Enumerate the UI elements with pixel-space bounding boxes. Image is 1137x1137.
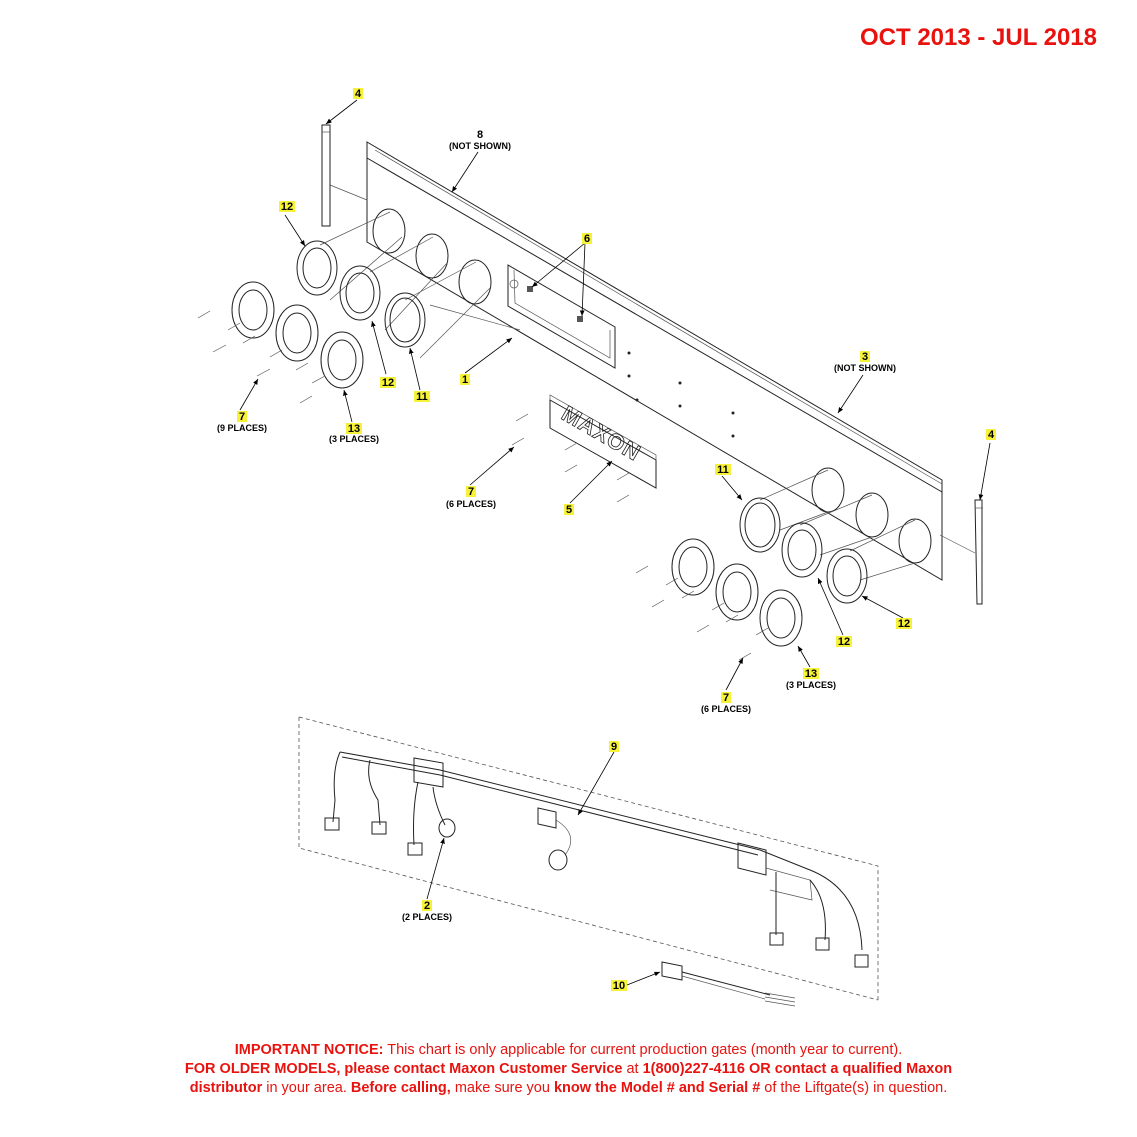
- callout-8: 8: [477, 129, 483, 141]
- callout-9: 9: [611, 741, 617, 753]
- callout-5: 5: [566, 504, 572, 516]
- notice-line-3-text-1: in your area.: [262, 1080, 351, 1096]
- callout-3-note: (NOT SHOWN): [834, 363, 896, 373]
- notice-line-2: FOR OLDER MODELS, please contact Maxon C…: [0, 1060, 1137, 1079]
- callout-11-left: 11: [416, 391, 428, 403]
- notice-line-3: distributor in your area. Before calling…: [0, 1079, 1137, 1098]
- left-ring-12-mid: [339, 265, 381, 321]
- round-plug: [548, 849, 568, 871]
- fastener-6a: [527, 286, 533, 292]
- notice-heading: IMPORTANT NOTICE:: [234, 1042, 384, 1058]
- notice-line-3-bold-2: Before calling,: [350, 1080, 451, 1096]
- wiring-harness: [298, 716, 879, 1001]
- callout-2: 2: [424, 900, 430, 912]
- callout-2-note: (2 PLACES): [402, 912, 452, 922]
- plug-right-2: [815, 937, 830, 951]
- callout-labels: 4 8 (NOT SHOWN) 12 6 12 11 1 7 (9 PLACES…: [217, 88, 996, 992]
- main-panel: [329, 141, 976, 581]
- callout-4-top: 4: [355, 88, 362, 100]
- notice-line-3-text-2: make sure you: [450, 1080, 554, 1096]
- callout-7-right: 7: [723, 692, 729, 704]
- notice-line-2-text: at: [622, 1061, 643, 1077]
- notice-line-3-text-3: of the Liftgate(s) in question.: [760, 1080, 948, 1096]
- notice-line-1: IMPORTANT NOTICE: This chart is only app…: [0, 1041, 1137, 1060]
- notice-phone: 1(800)227-4116 OR contact a qualified Ma…: [642, 1061, 953, 1077]
- notice-line-3-bold-3: know the Model # and Serial #: [553, 1080, 761, 1096]
- important-notice: IMPORTANT NOTICE: This chart is only app…: [0, 1041, 1137, 1098]
- callout-4-right: 4: [988, 429, 995, 441]
- left-ring-13-b: [275, 304, 319, 362]
- callout-10: 10: [613, 980, 625, 992]
- plug-left-3: [407, 842, 423, 856]
- callout-7-middle-note: (6 PLACES): [446, 499, 496, 509]
- left-ring-13-a: [231, 281, 275, 339]
- plug-left-1: [324, 817, 340, 831]
- callout-6: 6: [584, 233, 590, 245]
- callout-7-left: 7: [239, 411, 245, 423]
- callout-13-left: 13: [348, 423, 360, 435]
- harness-10: [661, 961, 796, 1007]
- callout-12-left-top: 12: [281, 201, 293, 213]
- date-range-title: OCT 2013 - JUL 2018: [859, 24, 1097, 51]
- callout-7-left-note: (9 PLACES): [217, 423, 267, 433]
- callout-7-right-note: (6 PLACES): [701, 704, 751, 714]
- fastener-6b: [577, 316, 583, 322]
- callout-3: 3: [862, 351, 868, 363]
- notice-line-1-text: This chart is only applicable for curren…: [383, 1042, 903, 1058]
- notice-line-2-bold-1: FOR OLDER MODELS, please contact Maxon C…: [184, 1061, 623, 1077]
- callout-13-left-note: (3 PLACES): [329, 434, 379, 444]
- right-light-group: [635, 469, 983, 661]
- plug-left-2: [371, 821, 387, 835]
- callout-8-note: (NOT SHOWN): [449, 141, 511, 151]
- callout-12-left-mid: 12: [382, 377, 394, 389]
- notice-line-3-bold-1: distributor: [189, 1080, 263, 1096]
- callout-13-right: 13: [805, 668, 817, 680]
- callout-7-middle: 7: [468, 486, 474, 498]
- grommet-2: [438, 818, 456, 838]
- maxon-plate: MAXON: [511, 394, 657, 503]
- right-ring-13-a: [671, 538, 715, 596]
- callout-11-right: 11: [717, 464, 729, 476]
- right-ring-13-b: [715, 563, 759, 621]
- plug-right-3: [854, 954, 869, 968]
- right-ring-12-end: [826, 548, 868, 604]
- leader-lines: [239, 99, 991, 986]
- callout-1: 1: [462, 374, 468, 386]
- left-light-group: [197, 124, 491, 404]
- left-ring-11: [384, 292, 426, 348]
- right-ring-11: [739, 497, 781, 553]
- callout-13-right-note: (3 PLACES): [786, 680, 836, 690]
- left-ring-12-top: [296, 240, 338, 296]
- callout-12-right-end: 12: [898, 618, 910, 630]
- right-ring-13-c: [759, 589, 803, 647]
- maxon-logo-text: MAXON: [558, 401, 646, 466]
- callout-12-right-mid: 12: [838, 636, 850, 648]
- left-ring-13-c: [320, 331, 364, 389]
- right-ring-12-mid: [781, 522, 823, 578]
- plug-right-1: [769, 932, 784, 946]
